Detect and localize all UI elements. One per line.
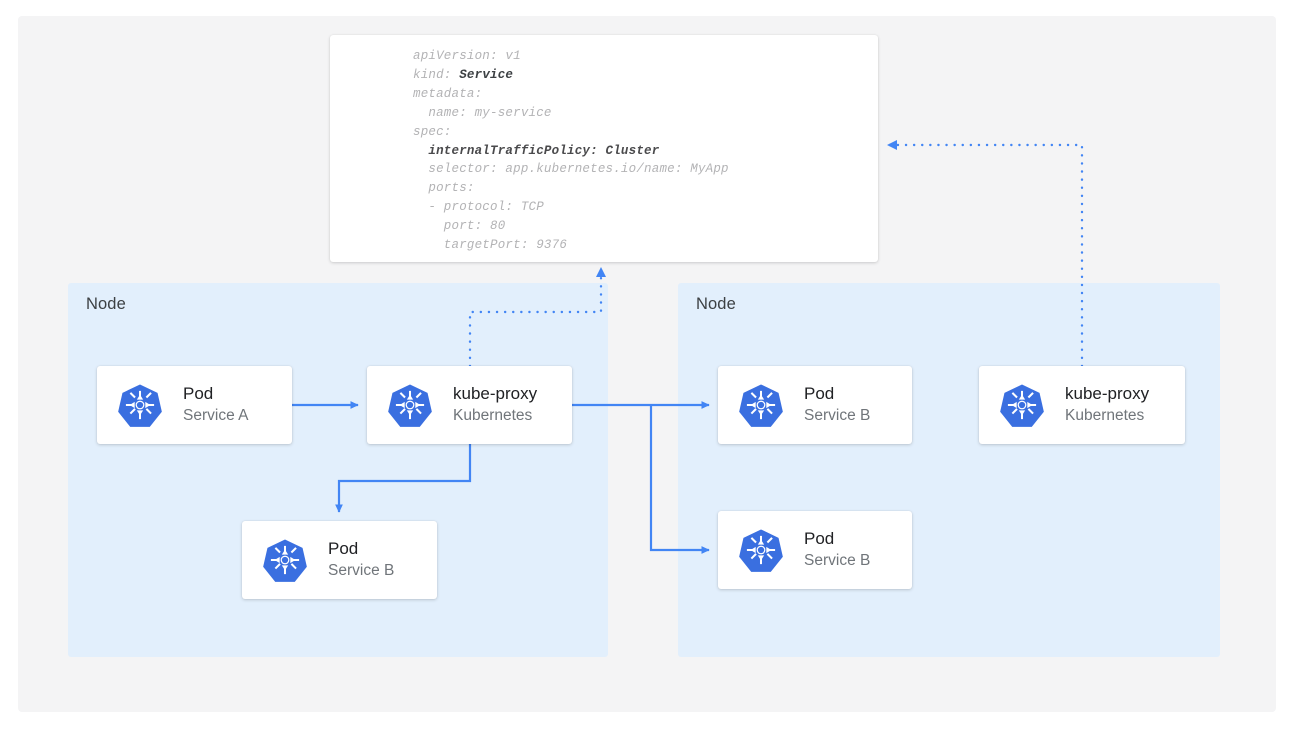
- box-text: kube-proxy Kubernetes: [453, 384, 537, 426]
- box-title: kube-proxy: [1065, 384, 1150, 404]
- yaml-line-metadata: metadata:: [413, 86, 483, 101]
- box-subtitle: Service B: [328, 561, 395, 579]
- box-pod-service-a[interactable]: Pod Service A: [97, 366, 292, 444]
- box-text: kube-proxy Kubernetes: [1065, 384, 1149, 426]
- box-kube-proxy-left[interactable]: kube-proxy Kubernetes: [367, 366, 572, 444]
- yaml-line-protocol: - protocol: TCP: [413, 200, 544, 215]
- service-manifest-card: apiVersion: v1 kind: Service metadata: n…: [330, 35, 878, 262]
- box-text: Pod Service B: [804, 384, 870, 426]
- yaml-line-apiversion: apiVersion: v1: [413, 49, 521, 63]
- box-subtitle: Service B: [804, 406, 871, 424]
- node-panel-left: Node: [68, 283, 608, 657]
- kubernetes-logo-icon: [388, 384, 432, 427]
- yaml-line-port: port: 80: [413, 219, 506, 234]
- node-label-left: Node: [86, 295, 126, 313]
- node-panel-right: Node: [678, 283, 1220, 657]
- box-title: kube-proxy: [453, 384, 538, 404]
- service-manifest-code: apiVersion: v1 kind: Service metadata: n…: [413, 47, 729, 255]
- box-title: Pod: [328, 539, 359, 559]
- box-subtitle: Service A: [183, 406, 249, 424]
- kubernetes-logo-icon: [263, 539, 307, 582]
- kubernetes-logo-icon: [1000, 384, 1044, 427]
- yaml-line-selector: selector: app.kubernetes.io/name: MyApp: [413, 162, 729, 177]
- box-pod-service-b-right-node-top[interactable]: Pod Service B: [718, 366, 912, 444]
- box-text: Pod Service B: [804, 529, 870, 571]
- yaml-kind-value: Service: [459, 67, 514, 82]
- yaml-line-name: name: my-service: [413, 105, 552, 120]
- box-title: Pod: [183, 384, 214, 404]
- kubernetes-logo-icon: [118, 384, 162, 427]
- yaml-line-kind: kind: Service: [413, 66, 729, 85]
- yaml-kind-key: kind:: [413, 67, 460, 82]
- box-pod-service-b-left-node[interactable]: Pod Service B: [242, 521, 437, 599]
- kubernetes-logo-icon: [739, 384, 783, 427]
- node-label-right: Node: [696, 295, 736, 313]
- box-title: Pod: [804, 384, 835, 404]
- box-subtitle: Service B: [804, 551, 871, 569]
- yaml-line-spec: spec:: [413, 124, 452, 139]
- kubernetes-logo-icon: [739, 529, 783, 572]
- yaml-line-internal-traffic-policy: internalTrafficPolicy: Cluster: [413, 143, 660, 158]
- box-kube-proxy-right[interactable]: kube-proxy Kubernetes: [979, 366, 1185, 444]
- box-pod-service-b-right-node-bottom[interactable]: Pod Service B: [718, 511, 912, 589]
- yaml-line-ports: ports:: [413, 181, 475, 196]
- box-text: Pod Service A: [183, 384, 248, 426]
- yaml-line-targetport: targetPort: 9376: [413, 238, 568, 253]
- box-text: Pod Service B: [328, 539, 394, 581]
- box-subtitle: Kubernetes: [453, 406, 533, 424]
- box-subtitle: Kubernetes: [1065, 406, 1145, 424]
- box-title: Pod: [804, 529, 835, 549]
